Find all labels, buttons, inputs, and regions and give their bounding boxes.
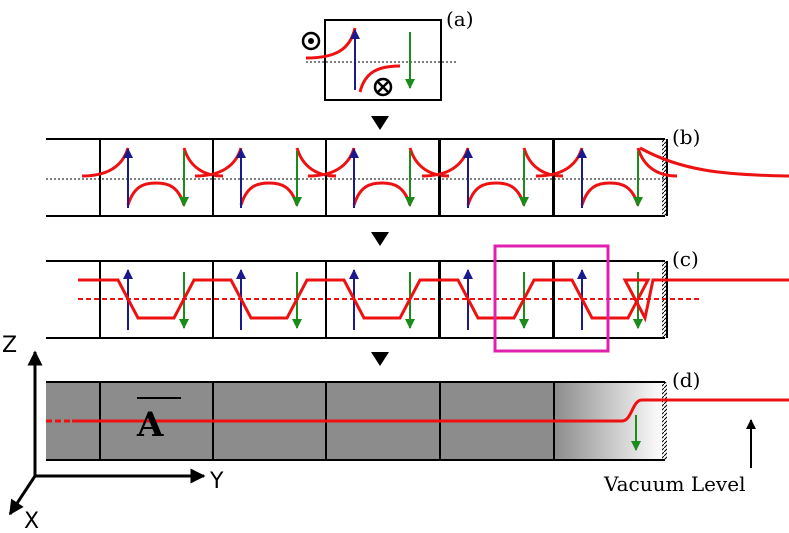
cell-potential-dip: [352, 181, 412, 206]
down-triangle-icon: [371, 352, 389, 366]
panel-a-label: (a): [446, 7, 474, 31]
into-plane-icon: [373, 77, 393, 97]
panel-d-potential: [72, 398, 789, 423]
cell-potential-dip: [580, 181, 640, 206]
y-axis-label: Y: [209, 469, 224, 494]
symbol-a: A: [136, 405, 164, 445]
panel-b-surface-hatch: [662, 139, 667, 216]
cell-potential-dip: [239, 181, 299, 206]
x-axis-label: X: [24, 509, 39, 533]
panel-a-potential-right: [358, 64, 401, 93]
axes: Z Y X: [2, 333, 224, 533]
cell-potential-left: [81, 147, 130, 178]
panel-c-label: (c): [672, 247, 699, 271]
panel-a: (a): [301, 7, 474, 101]
cell-potential-dip: [466, 181, 526, 206]
out-of-plane-icon: [301, 31, 321, 51]
panel-b-label: (b): [672, 125, 700, 149]
cell-potential-right: [522, 147, 564, 178]
panel-d: A (d): [46, 368, 789, 461]
x-axis: [8, 475, 37, 516]
panel-b-vacuum-tail: [639, 146, 789, 178]
down-triangle-icon: [371, 116, 389, 130]
panel-d-label: (d): [672, 368, 700, 392]
panel-b: (b): [46, 125, 789, 217]
down-triangle-icon: [371, 232, 389, 246]
cell-potential-right: [182, 147, 224, 178]
z-axis-label: Z: [2, 333, 17, 358]
panel-b-cells: [81, 139, 678, 216]
highlight-box: [493, 244, 610, 353]
cell-potential-right: [408, 147, 450, 178]
panel-d-surface-hatch: [662, 382, 667, 460]
cell-potential-right: [636, 147, 678, 178]
panel-c: (c): [46, 244, 789, 353]
vacuum-level-label: Vacuum Level: [603, 472, 745, 496]
cell-potential-right: [295, 147, 337, 178]
cell-potential-dip: [126, 181, 186, 206]
panel-c-step-potential: [78, 278, 789, 323]
